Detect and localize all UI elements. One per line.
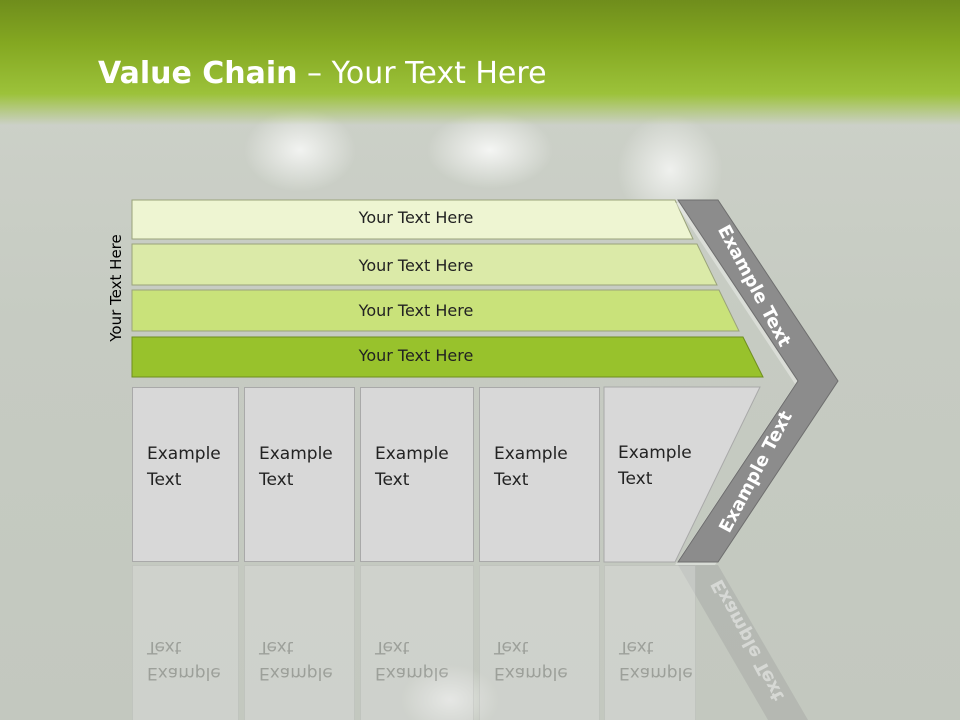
band-2-shape <box>131 243 718 286</box>
reflection-5-label: Example Text <box>619 637 693 683</box>
reflection-1-label: Example Text <box>147 637 221 683</box>
reflection-inner: Example Text Example Text Example Text E… <box>0 565 960 720</box>
reflection-box-2: Example Text <box>244 565 355 720</box>
column-box-2: Example Text <box>244 387 355 562</box>
reflection: Example Text Example Text Example Text E… <box>0 565 960 720</box>
column-box-3: Example Text <box>360 387 474 562</box>
band-2-label: Your Text Here <box>358 256 474 275</box>
chevron-arrow <box>677 199 839 563</box>
column-5-label: Example Text <box>618 443 692 489</box>
last-box-shape <box>603 386 761 563</box>
reflection-box-5: Example Text <box>604 565 696 720</box>
column-1-label: Example Text <box>147 444 221 490</box>
column-box-5: Example Text <box>604 387 724 562</box>
slide-title: Value Chain – Your Text Here <box>98 56 547 91</box>
reflection-4-label: Example Text <box>494 637 568 683</box>
band-4-shape <box>131 336 764 378</box>
title-rest: – Your Text Here <box>297 56 547 91</box>
column-box-1: Example Text <box>132 387 239 562</box>
column-box-4: Example Text <box>479 387 600 562</box>
band-1-label: Your Text Here <box>358 208 474 227</box>
chevron-reflection <box>678 565 808 720</box>
reflection-box-3: Example Text <box>360 565 474 720</box>
band-3-shape <box>131 289 740 332</box>
column-2-label: Example Text <box>259 444 333 490</box>
reflection-box-4: Example Text <box>479 565 600 720</box>
header-bar <box>0 0 960 125</box>
band-3-label: Your Text Here <box>358 301 474 320</box>
title-bold: Value Chain <box>98 56 298 91</box>
reflection-2-label: Example Text <box>259 637 333 683</box>
column-3-label: Example Text <box>375 444 449 490</box>
column-4-label: Example Text <box>494 444 568 490</box>
reflection-box-1: Example Text <box>132 565 239 720</box>
band-4-label: Your Text Here <box>358 346 474 365</box>
band-1-shape <box>131 199 694 240</box>
reflection-3-label: Example Text <box>375 637 449 683</box>
